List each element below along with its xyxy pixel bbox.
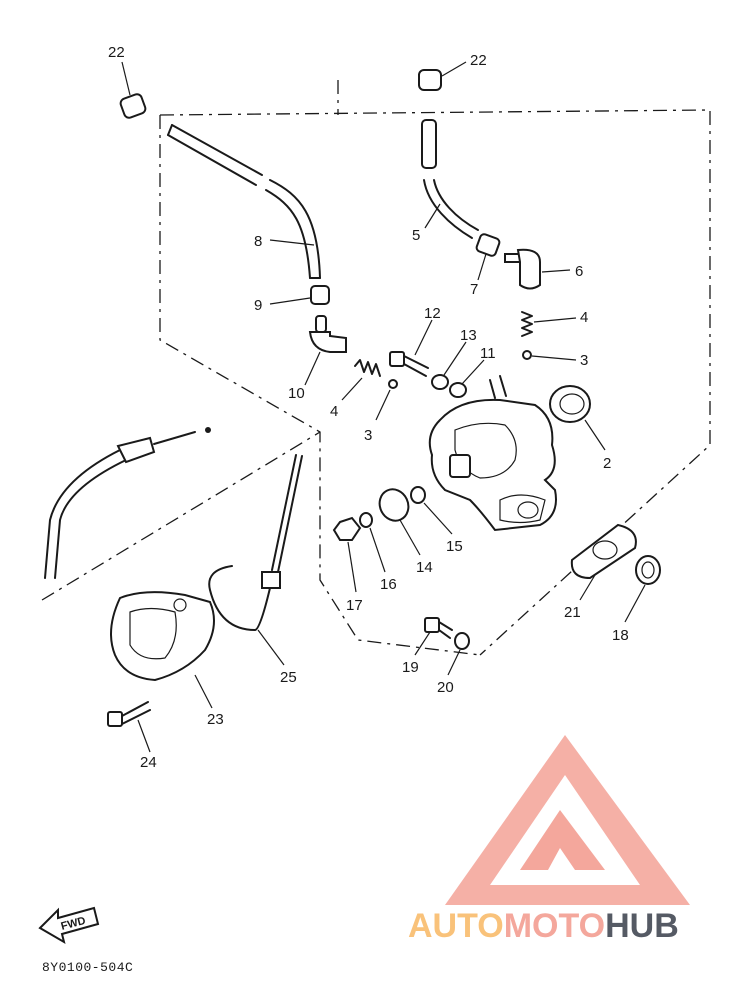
callout-4-left: 4 (330, 403, 338, 420)
callout-21: 21 (564, 604, 581, 621)
callout-22-left: 22 (108, 44, 125, 61)
watermark-word-hub: HUB (605, 907, 679, 945)
callout-19: 19 (402, 659, 419, 676)
callout-13: 13 (460, 327, 477, 344)
callout-23: 23 (207, 711, 224, 728)
watermark-logo (445, 735, 690, 905)
bolt-19 (424, 617, 453, 639)
callout-4-right: 4 (580, 309, 588, 326)
callout-18: 18 (612, 627, 629, 644)
washer-16 (359, 512, 373, 528)
spring-4-right (521, 311, 533, 337)
callout-24: 24 (140, 754, 157, 771)
callout-7: 7 (470, 281, 478, 298)
cable-25 (208, 454, 303, 631)
callout-8: 8 (254, 233, 262, 250)
washer-20 (454, 632, 470, 650)
cap-22-left (119, 93, 147, 119)
bolt-24 (107, 701, 151, 727)
callout-3-right: 3 (580, 352, 588, 369)
check-ball-3-left (388, 379, 398, 389)
bolt-12 (389, 351, 429, 377)
oil-seal-2 (549, 385, 591, 423)
callout-25: 25 (280, 669, 297, 686)
control-cable (44, 427, 211, 579)
elbow-fitting-6 (504, 248, 541, 290)
callout-2: 2 (603, 455, 611, 472)
watermark-word-moto: MOTO (504, 907, 605, 945)
callout-3-left: 3 (364, 427, 372, 444)
o-ring-18 (635, 555, 661, 585)
callout-5: 5 (412, 227, 420, 244)
nut-17 (332, 516, 362, 541)
watermark-word-auto: AUTO (408, 907, 504, 945)
fwd-arrow: FWD (38, 906, 100, 945)
spring-4-left (354, 359, 381, 377)
callout-22-right: 22 (470, 52, 487, 69)
washer-11 (449, 382, 467, 398)
callout-14: 14 (416, 559, 433, 576)
gasket-21 (570, 523, 637, 580)
pump-body (428, 375, 557, 532)
callout-16: 16 (380, 576, 397, 593)
washer-13 (431, 374, 449, 390)
assembly-boundary (41, 80, 711, 656)
hose-5 (421, 119, 479, 239)
pump-cover-23 (110, 591, 215, 682)
cap-22-right (418, 69, 442, 91)
watermark-wordmark: AUTOMOTOHUB (408, 907, 679, 945)
elbow-fitting-10 (308, 315, 347, 353)
washer-15 (410, 486, 426, 504)
leader-lines (121, 61, 646, 753)
pulley-14 (378, 488, 410, 522)
callout-9: 9 (254, 297, 262, 314)
hose-8 (167, 124, 321, 279)
check-ball-3-right (522, 350, 532, 360)
callout-6: 6 (575, 263, 583, 280)
callout-labels: 22 22 8 5 7 6 9 12 4 13 11 3 10 4 3 2 15… (108, 44, 629, 771)
callout-20: 20 (437, 679, 454, 696)
callout-10: 10 (288, 385, 305, 402)
callout-17: 17 (346, 597, 363, 614)
fitting-7 (475, 233, 501, 257)
callout-12: 12 (424, 305, 441, 322)
callout-15: 15 (446, 538, 463, 555)
fitting-9 (310, 285, 330, 305)
callout-11: 11 (480, 345, 496, 362)
diagram-code: 8Y0100-504C (42, 960, 134, 975)
